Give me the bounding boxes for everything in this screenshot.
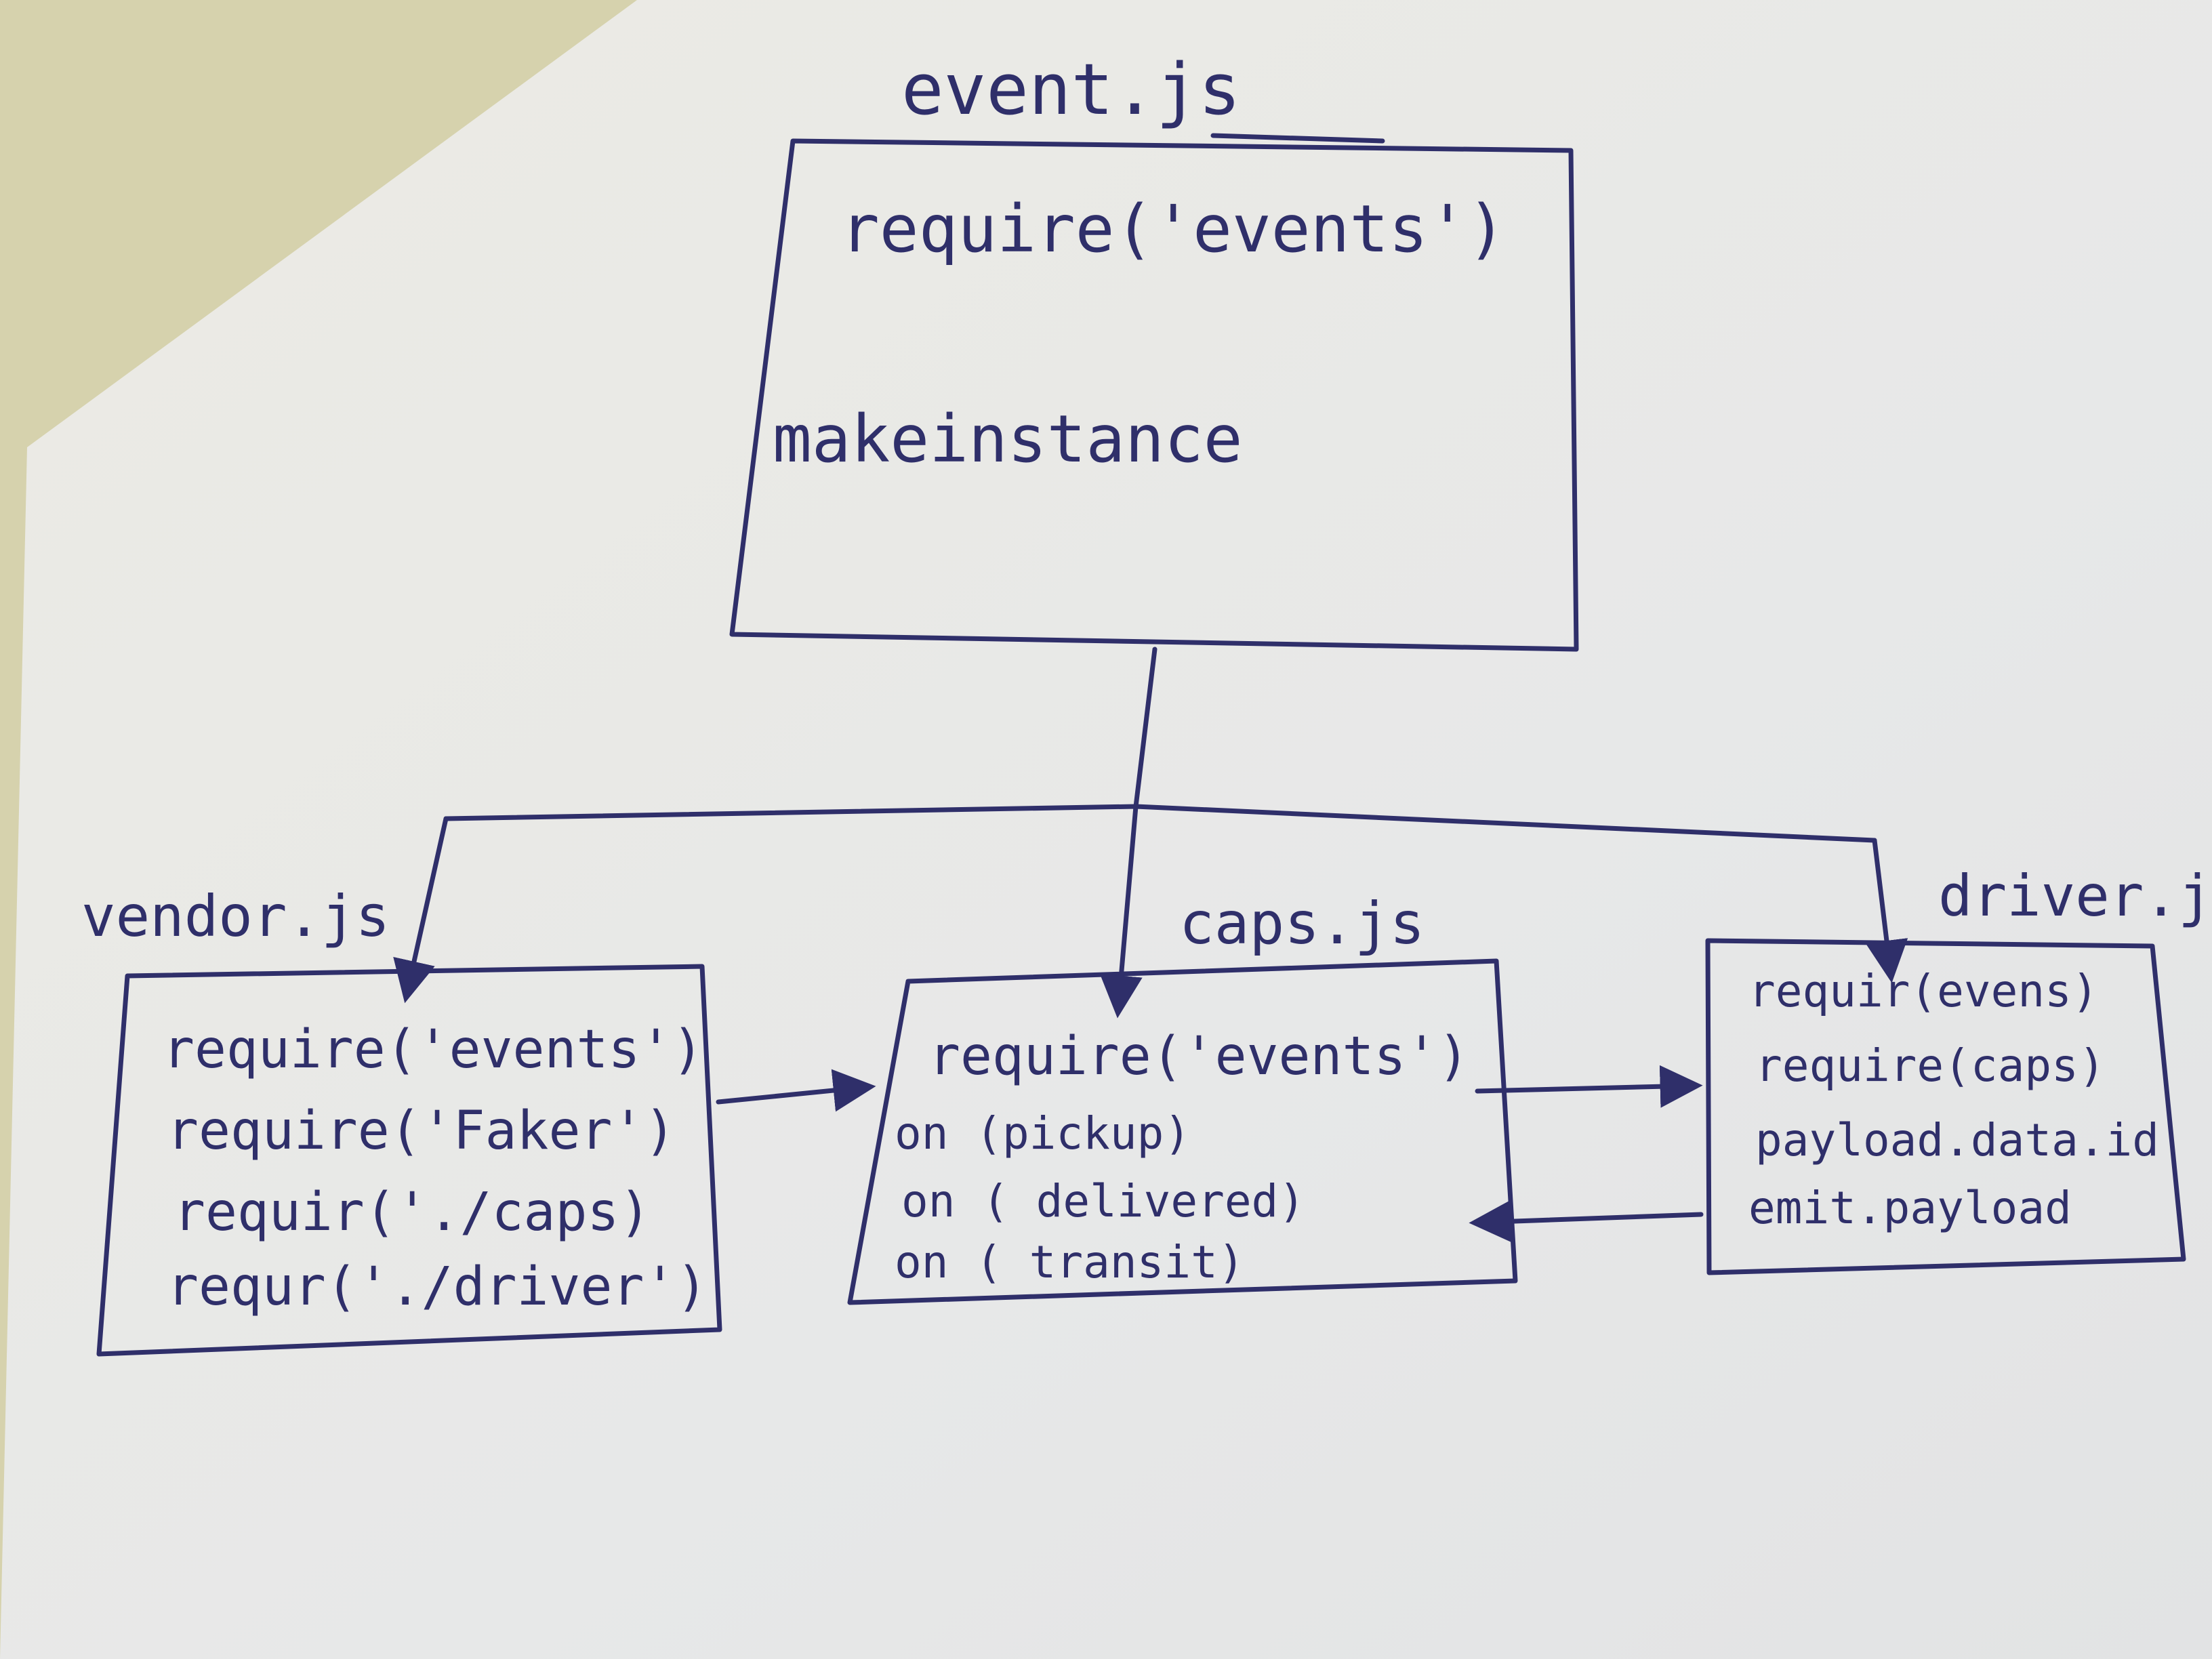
- vendor-box-title: vendor.js: [81, 883, 390, 949]
- driver-box-line-3: payload.data.id: [1755, 1114, 2160, 1166]
- driver-box-line-4: emit.payload: [1748, 1182, 2072, 1234]
- vendor-box-line-2: require('Faker'): [167, 1101, 676, 1162]
- caps-box: [847, 958, 1518, 1305]
- vendor-box-line-4: requr('./driver'): [167, 1256, 708, 1317]
- events-box-line-require: require('events'): [840, 191, 1507, 267]
- vendor-box-line-1: require('events'): [163, 1019, 704, 1080]
- driver-box-line-1: requir(evens): [1748, 965, 2099, 1017]
- events-title-underline: [1210, 133, 1385, 144]
- caps-box-line-3: on ( delivered): [901, 1175, 1306, 1227]
- driver-box-line-2: require(caps): [1755, 1040, 2106, 1092]
- caps-box-line-4: on ( transit): [895, 1236, 1245, 1288]
- caps-box-line-2: on (pickup): [895, 1107, 1191, 1160]
- events-box: [729, 138, 1579, 652]
- arrow-events-to-vendor: [393, 816, 449, 1004]
- vendor-box: [96, 964, 722, 1357]
- driver-box-title: driver.js: [1938, 863, 2212, 929]
- events-connector-trunk: [1133, 647, 1158, 809]
- caps-box-line-1: require('events'): [928, 1026, 1470, 1087]
- events-box-title: event.js: [901, 48, 1241, 131]
- arrow-events-to-driver: [1865, 838, 1908, 983]
- caps-box-title: caps.js: [1179, 890, 1425, 958]
- arrow-vendor-to-caps: [716, 1069, 876, 1112]
- events-box-line-makeinstance: makeinstance: [773, 401, 1243, 477]
- arrow-caps-to-driver: [1475, 1065, 1703, 1108]
- driver-box: [1705, 938, 2186, 1275]
- arrow-driver-to-caps: [1469, 1200, 1704, 1243]
- vendor-box-line-3: requir('./caps): [173, 1182, 651, 1243]
- arrow-events-to-caps: [1099, 804, 1143, 1019]
